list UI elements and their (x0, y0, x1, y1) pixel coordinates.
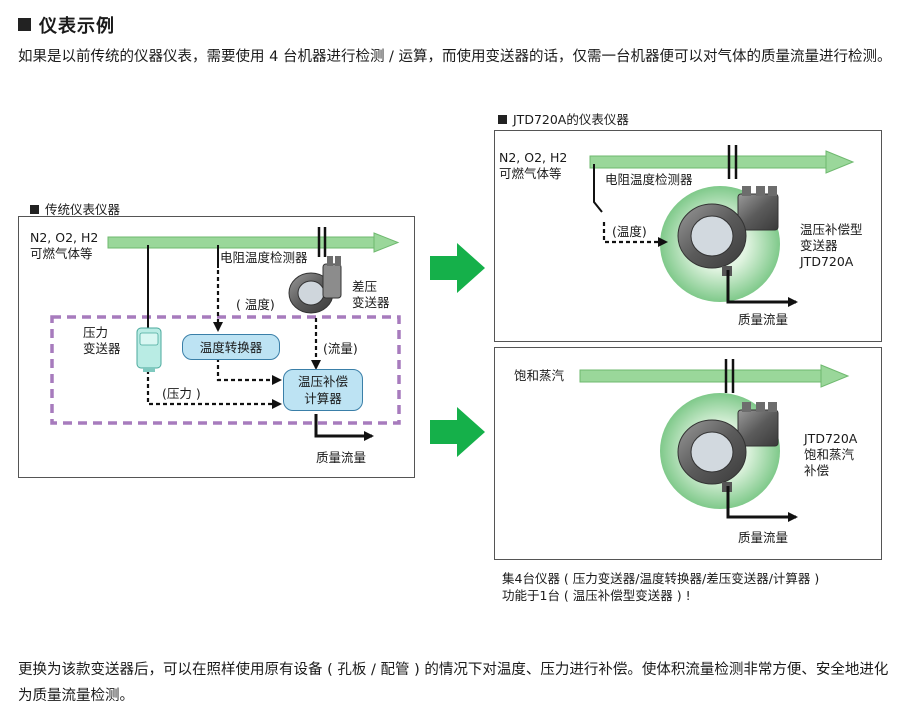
summary-line2: 功能于1台 ( 温压补偿型变送器 ) ! (502, 588, 691, 603)
traditional-caption: 传统仪表仪器 (30, 199, 120, 218)
dp-transmitter-label-line1: 差压 (352, 279, 378, 294)
converter-signal-line (216, 358, 282, 385)
right-top-gas-label: N2, O2, H2 可燃气体等 (499, 150, 567, 182)
right-bottom-device-label-line2: 饱和蒸汽 (804, 447, 855, 462)
square-bullet-icon (18, 18, 31, 31)
calculator-box: 温压补偿 计算器 (283, 369, 363, 411)
pressure-transmitter-icon (136, 327, 162, 372)
right-top-device-label-line3: JTD720A (800, 254, 854, 269)
right-bottom-mass-flow-label: 质量流量 (738, 530, 789, 545)
right-bottom-device-label-line3: 补偿 (804, 463, 830, 478)
right-top-gas-label-line2: 可燃气体等 (499, 166, 562, 181)
right-top-gas-label-line1: N2, O2, H2 (499, 150, 568, 165)
outro-paragraph: 更换为该款变送器后，可以在照样使用原有设备 ( 孔板 / 配管 ) 的情况下对温… (18, 662, 889, 704)
calculator-label-line1: 温压补偿 (297, 374, 348, 389)
right-top-mass-flow-arrow (726, 270, 798, 307)
big-arrow-bottom (430, 407, 485, 457)
dp-transmitter-label-line2: 变送器 (352, 295, 390, 310)
jtd720a-device-icon (677, 186, 779, 276)
right-bottom-steam-pipe (579, 359, 850, 393)
right-top-rtd-label: 电阻温度检测器 (605, 172, 693, 187)
left-gas-pipe (107, 227, 400, 257)
dp-transmitter-label: 差压 变送器 (352, 279, 390, 311)
jtd720a-device-icon-steam (677, 402, 779, 492)
right-bottom-device-label: JTD720A 饱和蒸汽 补偿 (804, 431, 857, 479)
dp-transmitter-icon (288, 256, 342, 314)
section-heading: 仪表示例 (18, 12, 115, 38)
section-heading-text: 仪表示例 (39, 16, 115, 37)
right-top-device-label: 温压补偿型 变送器 JTD720A (800, 222, 863, 270)
calculator-label-line2: 计算器 (304, 391, 342, 406)
right-bottom-mass-flow-arrow (726, 486, 798, 522)
square-bullet-icon (498, 115, 507, 124)
pressure-label: (压力 ) (162, 386, 201, 401)
right-top-temp-label: (温度) (612, 224, 647, 239)
temperature-converter-label: 温度转换器 (199, 339, 263, 355)
right-top-device-label-line1: 温压补偿型 (800, 222, 863, 237)
temperature-converter-box: 温度转换器 (182, 334, 280, 360)
instrument-group-box (50, 315, 401, 425)
pressure-transmitter-label-line2: 变送器 (83, 341, 121, 356)
flow-label: (流量) (323, 341, 358, 356)
right-top-device-label-line2: 变送器 (800, 238, 838, 253)
summary-line1: 集4台仪器 ( 压力变送器/温度转换器/差压变送器/计算器 ) (502, 571, 820, 586)
left-mass-flow-arrow (314, 414, 374, 441)
left-gas-label-line1: N2, O2, H2 (30, 230, 99, 245)
jtd720a-caption: JTD720A的仪表仪器 (498, 109, 629, 128)
left-rtd-label: 电阻温度检测器 (220, 250, 308, 265)
left-gas-label: N2, O2, H2 可燃气体等 (30, 230, 98, 262)
square-bullet-icon (30, 205, 39, 214)
jtd720a-caption-text: JTD720A的仪表仪器 (513, 112, 629, 127)
summary-note: 集4台仪器 ( 压力变送器/温度转换器/差压变送器/计算器 ) 功能于1台 ( … (502, 570, 819, 604)
pressure-signal-line (146, 370, 282, 409)
right-top-gas-pipe (589, 145, 855, 179)
big-arrow-top (430, 243, 485, 293)
intro-paragraph: 如果是以前传统的仪器仪表，需要使用 4 台机器进行检测 / 运算，而使用变送器的… (18, 49, 892, 65)
left-temp-label: ( 温度) (236, 297, 275, 312)
right-top-rtd-line (593, 164, 603, 213)
right-top-mass-flow-label: 质量流量 (738, 312, 789, 327)
right-bottom-device-label-line1: JTD720A (804, 431, 858, 446)
steam-label: 饱和蒸汽 (514, 368, 565, 383)
pressure-transmitter-label-line1: 压力 (83, 325, 109, 340)
pressure-transmitter-label: 压力 变送器 (83, 325, 121, 357)
traditional-caption-text: 传统仪表仪器 (45, 202, 121, 217)
left-mass-flow-label: 质量流量 (316, 450, 367, 465)
left-gas-label-line2: 可燃气体等 (30, 246, 93, 261)
